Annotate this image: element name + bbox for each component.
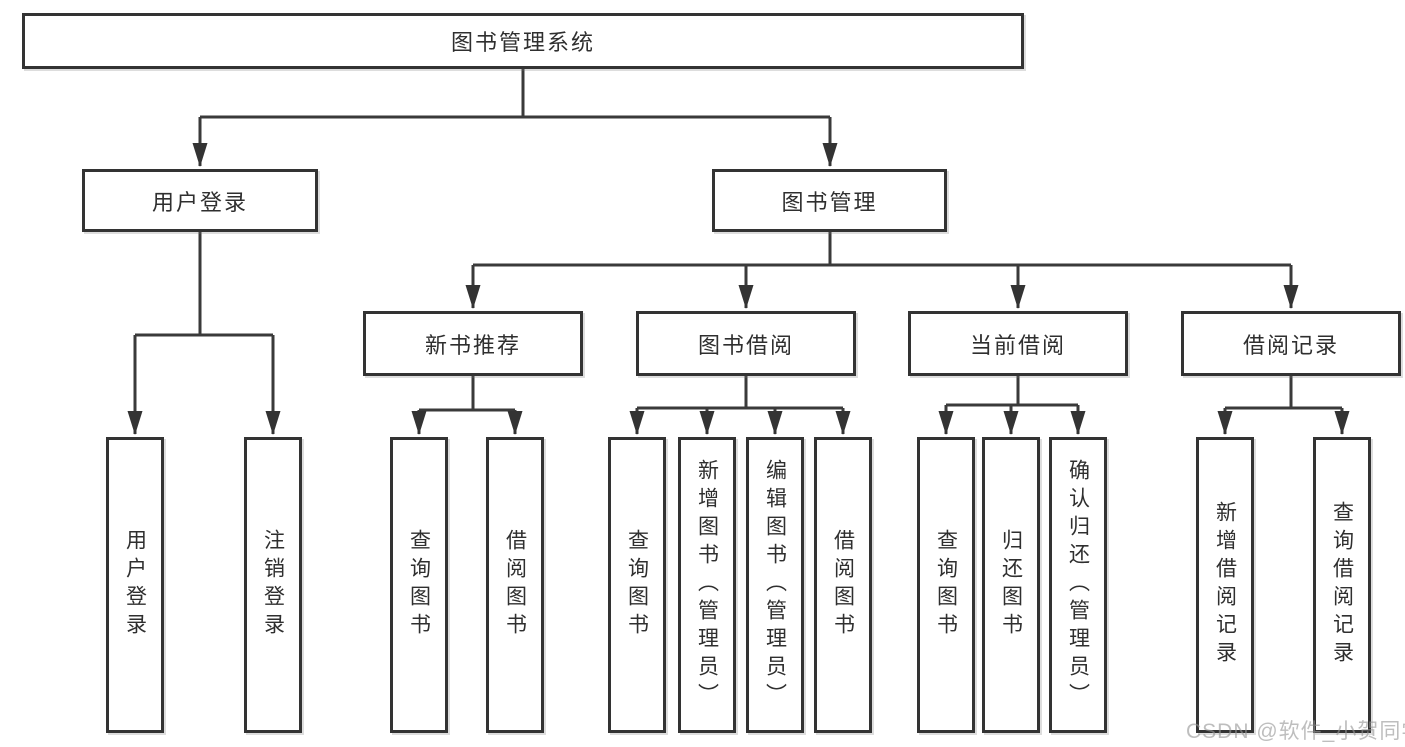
leaf-add-book-admin: 新增图书（管理员）	[678, 437, 736, 733]
leaf-add-borrow-record: 新增借阅记录	[1196, 437, 1254, 733]
node-current-borrowing: 当前借阅	[908, 311, 1128, 376]
node-book-borrowing-label: 图书借阅	[697, 332, 794, 358]
node-borrowing-records-label: 借阅记录	[1242, 332, 1339, 358]
leaf-query-books-recommend: 查询图书	[390, 437, 448, 733]
leaf-borrow-books-borrowing: 借阅图书	[814, 437, 872, 733]
node-book-management-label: 图书管理	[781, 189, 878, 215]
leaf-edit-book-admin-label: 编辑图书（管理员）	[763, 459, 787, 711]
leaf-logout-label: 注销登录	[261, 529, 285, 641]
leaf-borrow-books-recommend-label: 借阅图书	[503, 529, 527, 641]
leaf-query-books-recommend-label: 查询图书	[407, 529, 431, 641]
leaf-confirm-return-admin-label: 确认归还（管理员）	[1066, 459, 1090, 711]
leaf-logout: 注销登录	[244, 437, 302, 733]
leaf-query-books-borrowing: 查询图书	[608, 437, 666, 733]
node-current-borrowing-label: 当前借阅	[969, 332, 1066, 358]
node-root-system-label: 图书管理系统	[450, 30, 595, 55]
leaf-query-borrow-record-label: 查询借阅记录	[1330, 501, 1354, 669]
leaf-user-login-label: 用户登录	[123, 529, 147, 641]
leaf-query-borrow-record: 查询借阅记录	[1313, 437, 1371, 733]
leaf-return-books: 归还图书	[982, 437, 1040, 733]
node-new-book-recommend-label: 新书推荐	[424, 332, 521, 358]
leaf-add-borrow-record-label: 新增借阅记录	[1213, 501, 1237, 669]
leaf-return-books-label: 归还图书	[999, 529, 1023, 641]
leaf-query-books-current: 查询图书	[917, 437, 975, 733]
leaf-borrow-books-recommend: 借阅图书	[486, 437, 544, 733]
node-user-login-branch: 用户登录	[82, 169, 318, 232]
node-borrowing-records: 借阅记录	[1181, 311, 1401, 376]
node-book-management: 图书管理	[712, 169, 947, 232]
node-user-login-branch-label: 用户登录	[151, 189, 248, 215]
leaf-query-books-borrowing-label: 查询图书	[625, 529, 649, 641]
leaf-borrow-books-borrowing-label: 借阅图书	[831, 529, 855, 641]
leaf-edit-book-admin: 编辑图书（管理员）	[746, 437, 804, 733]
node-new-book-recommend: 新书推荐	[363, 311, 583, 376]
leaf-confirm-return-admin: 确认归还（管理员）	[1049, 437, 1107, 733]
leaf-query-books-current-label: 查询图书	[934, 529, 958, 641]
csdn-watermark: CSDN @软件_小贺同学	[1186, 720, 1405, 743]
node-root-system: 图书管理系统	[22, 13, 1024, 69]
leaf-user-login: 用户登录	[106, 437, 164, 733]
leaf-add-book-admin-label: 新增图书（管理员）	[695, 459, 719, 711]
node-book-borrowing: 图书借阅	[636, 311, 856, 376]
